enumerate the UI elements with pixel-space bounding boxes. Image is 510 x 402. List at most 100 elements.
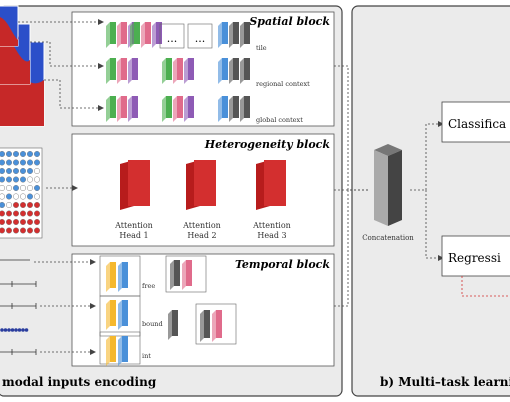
panel-a-caption: modal inputs encoding: [2, 375, 157, 389]
grid-dot: [26, 159, 34, 166]
grid-dot: [19, 150, 27, 158]
concat-arrowheads: [438, 121, 444, 261]
grid-dot: [26, 210, 34, 217]
temporal-slab-fused-gray: [200, 310, 210, 342]
spatial-slab-r2-g1-2: [184, 96, 194, 122]
grid-dot: [12, 201, 20, 209]
grid-dot: [33, 227, 41, 234]
timeline-bead: [14, 328, 18, 332]
grid-dot: [33, 184, 41, 192]
grid-dot: [12, 184, 20, 192]
spatial-slab-r2-g2-1: [229, 96, 239, 122]
spatial-slab-r0-g0-1: [117, 22, 127, 48]
grid-dot: [12, 210, 20, 217]
timeline-bead: [17, 328, 22, 332]
grid-dot: [26, 218, 34, 226]
temporal-row-free: free: [142, 282, 155, 290]
concatenation-label: Concatenation: [362, 234, 414, 242]
spatial-slab-r2-g2-0: [218, 96, 228, 122]
temporal-block-title: Temporal block: [235, 258, 330, 271]
grid-dot: [12, 150, 20, 158]
grid-dot: [33, 193, 41, 200]
temporal-slab-int-blue: [118, 336, 128, 366]
grid-dot: [5, 184, 13, 192]
temporal-slab-fused-pink: [212, 310, 222, 342]
grid-dot: [19, 167, 27, 175]
ellipsis-2: ...: [195, 32, 206, 45]
heterogeneity-dot-grid: [0, 147, 43, 239]
temporal-bead-row: [0, 328, 29, 332]
row-label-global-context: global context: [256, 116, 303, 124]
grid-dot: [5, 159, 13, 166]
grid-dot: [5, 227, 13, 234]
spatial-slab-r1-g2-0: [218, 58, 228, 84]
grid-dot: [5, 201, 13, 209]
spatial-slab-r0-g1-0: [130, 22, 140, 48]
temporal-slab-bound-blue: [118, 300, 128, 330]
grid-dot: [19, 210, 27, 217]
temporal-slab-int-yellow: [106, 336, 116, 366]
spatial-slab-r2-g1-0: [162, 96, 172, 122]
spatial-slab-r1-g1-2: [184, 58, 194, 84]
temporal-slab-bound-yellow: [106, 300, 116, 330]
row-label-regional-context: regional context: [256, 80, 310, 88]
grid-dot: [33, 201, 41, 209]
grid-dot: [33, 176, 41, 183]
spatial-slab-r2-g0-2: [128, 96, 138, 122]
timeline-bead: [0, 328, 4, 332]
spatial-slab-r0-g2-1: [229, 22, 239, 48]
grid-dot: [5, 193, 13, 200]
grid-dot: [5, 150, 13, 158]
spatial-block-title: Spatial block: [249, 15, 330, 28]
grid-dot: [0, 159, 6, 166]
timeline-bead: [7, 328, 11, 332]
classification-label: Classifica: [448, 117, 506, 131]
ellipsis-1: ...: [167, 32, 178, 45]
grid-dot: [26, 167, 34, 175]
temporal-slab-single-gray: [168, 310, 178, 340]
spatial-slab-r0-g1-2: [152, 22, 162, 48]
grid-dot: [12, 193, 20, 200]
spatial-slab-r1-g2-1: [229, 58, 239, 84]
timeline-bead: [3, 328, 8, 332]
timeline-bead: [24, 328, 29, 332]
grid-dot: [33, 150, 41, 158]
temporal-slab-free-yellow: [106, 262, 116, 292]
grid-dot: [19, 184, 27, 192]
grid-dot: [33, 210, 41, 217]
grid-dot: [0, 227, 6, 234]
spatial-slab-r0-g2-2: [240, 22, 250, 48]
grid-dot: [19, 218, 27, 226]
spatial-slab-r2-g2-2: [240, 96, 250, 122]
regression-box: [441, 235, 510, 277]
temporal-timelines: [0, 259, 37, 355]
attention-head-2: [186, 160, 216, 210]
timeline-bead: [21, 328, 25, 332]
grid-dot: [0, 218, 6, 226]
spatial-slab-r1-g2-2: [240, 58, 250, 84]
grid-dot: [5, 210, 13, 217]
grid-dot: [33, 167, 41, 175]
grid-dot: [0, 184, 6, 192]
attention-head-3: [256, 160, 286, 210]
grid-dot: [0, 167, 6, 175]
grid-dot: [0, 210, 6, 217]
spatial-feature-maps: [106, 22, 250, 122]
grid-dot: [19, 201, 27, 209]
heterogeneity-block-title: Heterogeneity block: [204, 138, 331, 151]
grid-dot: [26, 201, 34, 209]
grid-dot: [26, 184, 34, 192]
temporal-box-bound: [99, 295, 141, 337]
grid-dot: [19, 193, 27, 200]
spatial-slab-r1-g1-1: [173, 58, 183, 84]
block-to-concat-connectors: [334, 65, 440, 307]
timeline-bead: [10, 328, 15, 332]
temporal-box-mid: [165, 255, 207, 293]
attention-head-1: [120, 160, 150, 210]
spatial-slab-r0-g1-1: [141, 22, 151, 48]
concatenation-block: [374, 144, 402, 226]
row-label-tile: tile: [256, 44, 267, 52]
